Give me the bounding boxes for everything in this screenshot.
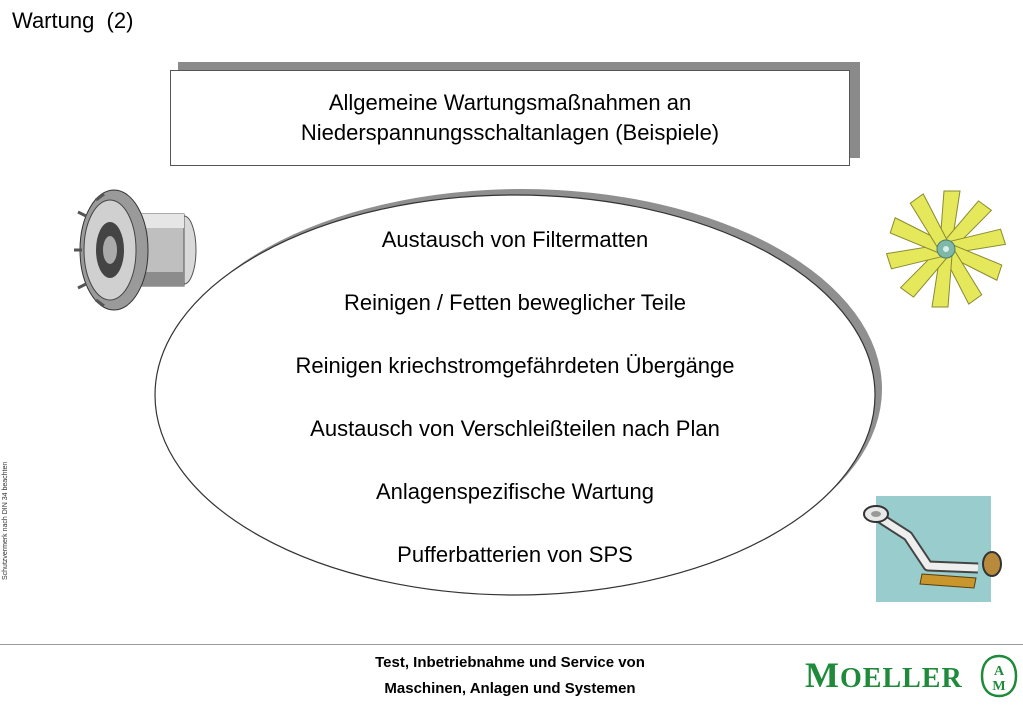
logo-initial: M [805,655,840,695]
items-ellipse [150,185,890,605]
wrench-clip-art-icon [858,496,1008,609]
moeller-emblem-icon: A M [980,654,1018,703]
gear-clip-art-icon [66,186,206,319]
heading-line-2: Niederspannungsschaltanlagen (Beispiele) [300,120,720,145]
maintenance-list: Austausch von Filtermatten Reinigen / Fe… [190,225,840,603]
emblem-bottom-letter: M [992,679,1005,694]
protection-note: Schutzvermerk nach DIN 34 beachten [2,461,9,580]
footer-line-1: Test, Inbetriebnahme und Service von [375,654,645,671]
footer-divider [0,644,1023,645]
list-item: Anlagenspezifische Wartung [375,479,654,504]
footer-text: Test, Inbetriebnahme und Service von Mas… [310,650,710,702]
heading-box: Allgemeine Wartungsmaßnahmen an Niedersp… [170,70,850,166]
footer-line-2: Maschinen, Anlagen und Systemen [384,680,636,697]
heading-line-1: Allgemeine Wartungsmaßnahmen an [328,90,692,115]
moeller-logo: MOELLER [805,654,963,696]
list-item: Reinigen kriechstromgefährdeten Übergäng… [295,353,735,378]
list-item: Pufferbatterien von SPS [397,542,633,567]
list-item: Austausch von Verschleißteilen nach Plan [310,416,720,441]
list-item: Austausch von Filtermatten [381,227,649,252]
emblem-top-letter: A [994,664,1005,679]
slide-title: Wartung (2) [12,8,134,33]
logo-rest: OELLER [839,663,963,694]
fan-blade-icon [876,187,1016,316]
list-item: Reinigen / Fetten beweglicher Teile [343,290,687,315]
